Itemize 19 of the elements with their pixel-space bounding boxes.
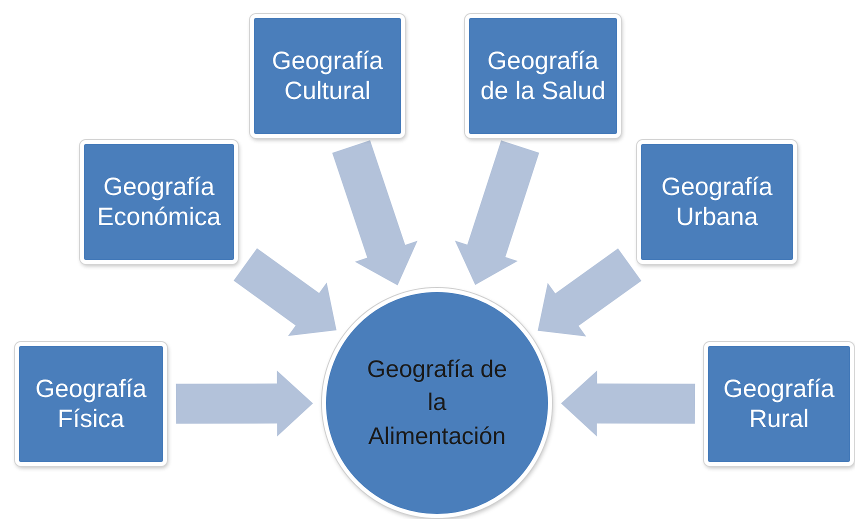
topic-box (704, 342, 854, 466)
block-arrow (234, 248, 336, 336)
block-arrow (176, 370, 313, 436)
node-label: Geografía Económica (96, 172, 222, 232)
node-label: Geografía de la Salud (479, 46, 607, 106)
block-arrow (454, 140, 540, 285)
node-label: Geografía Urbana (660, 172, 774, 232)
node-label: Geografía Cultural (270, 46, 384, 106)
topic-box (637, 140, 797, 264)
topic-box (15, 342, 167, 466)
topic-box (465, 14, 621, 138)
block-arrow (561, 370, 696, 436)
topic-box (250, 14, 405, 138)
block-arrow (332, 140, 418, 286)
block-arrow (538, 248, 642, 336)
node-label: Geografía de la Alimentación (366, 354, 508, 452)
node-label: Geografía Física (34, 374, 148, 434)
topic-box (80, 140, 238, 264)
node-label: Geografía Rural (722, 374, 836, 434)
